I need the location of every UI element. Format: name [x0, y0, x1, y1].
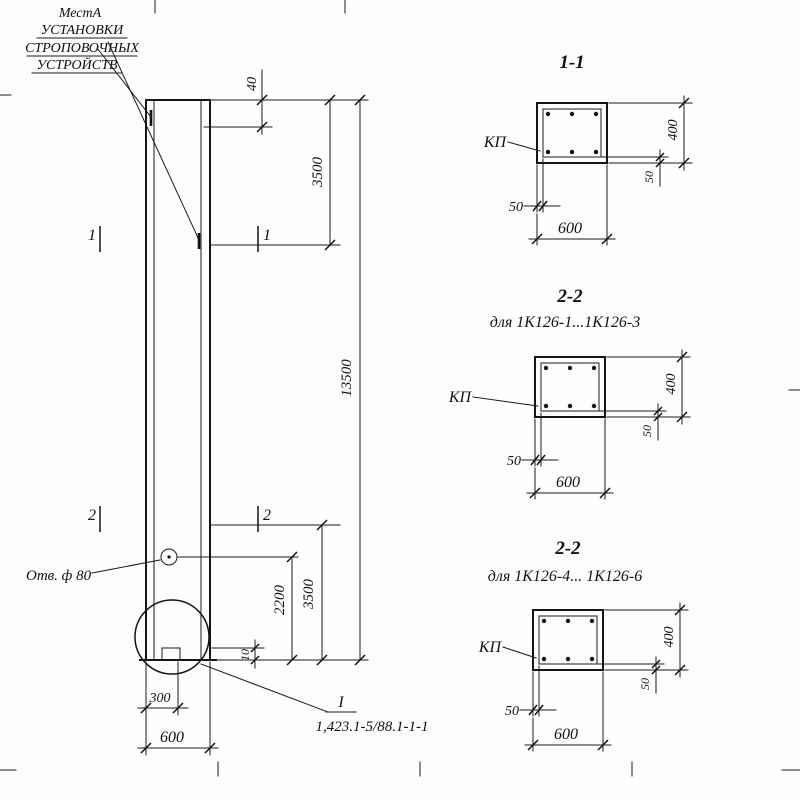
slinging-note: МестА УСТАНОВКИ СТРОПОВОЧНЫХ УСТРОЙСТВ: [25, 6, 200, 241]
dim-50-bottom-label-3: 50: [505, 704, 519, 719]
section-2-2b-title: 2-2: [554, 538, 581, 559]
note-line-1: МестА: [58, 6, 102, 21]
dim-upper-label: 3500: [310, 157, 326, 189]
dim-top-offset-label: 40: [245, 77, 260, 91]
dim-50-side-label-2: 50: [640, 425, 654, 437]
section-mark-2: 2 2: [88, 506, 341, 532]
column-elevation: [139, 99, 217, 661]
dim-upper-3500: 3500: [310, 94, 336, 251]
hole-callout: Отв. ф 80: [26, 548, 178, 584]
section-1-1-title: 1-1: [559, 52, 584, 73]
dim-600-label-3: 600: [554, 726, 578, 743]
section-1-label-right: 1: [263, 227, 271, 244]
dim-hole-2200: 2200: [177, 551, 299, 666]
kp-label-2: КП: [448, 389, 473, 406]
dim-total-label: 13500: [339, 359, 355, 397]
dim-50-bottom-label-1: 50: [509, 200, 523, 215]
kp-label-3: КП: [478, 639, 503, 656]
section-1-label-left: 1: [88, 227, 96, 244]
hole-label: Отв. ф 80: [26, 568, 92, 584]
dim-50-side-label-3: 50: [638, 678, 652, 690]
dim-600-label-2: 600: [556, 474, 580, 491]
section-2-2a-title: 2-2: [556, 286, 583, 307]
dim-base-label: 10: [238, 649, 252, 661]
note-line-2: УСТАНОВКИ: [41, 23, 124, 38]
detail-callout: I 1,423.1-5/88.1-1-1: [134, 599, 429, 735]
dim-50-side-label-1: 50: [642, 171, 656, 183]
section-view-2-2b: 2-2 для 1К126-4... 1К126-6 КП 400 50 50: [478, 538, 689, 752]
dim-50-bottom-label-2: 50: [507, 454, 521, 469]
dim-lower-3500: 3500: [301, 519, 328, 666]
section-view-1-1: 1-1 КП 400 50 50 600: [483, 52, 693, 246]
dim-400-label-1: 400: [666, 120, 681, 141]
dim-hole-label: 2200: [272, 585, 288, 616]
dim-400-label-3: 400: [662, 627, 677, 648]
section-view-2-2a: 2-2 для 1К126-1...1К126-3 КП 400 50 50: [448, 286, 691, 500]
section-2-label-right: 2: [263, 507, 271, 524]
detail-reference: 1,423.1-5/88.1-1-1: [316, 719, 429, 735]
dim-300-label: 300: [149, 691, 171, 706]
dim-base-10: 10: [211, 639, 265, 669]
section-2-2a-subtitle: для 1К126-1...1К126-3: [490, 314, 640, 331]
dim-lower-label: 3500: [301, 579, 317, 611]
frame-ticks: [0, 0, 800, 777]
note-line-4: УСТРОЙСТВ: [37, 56, 118, 73]
dim-top-offset: 40: [203, 69, 369, 135]
dim-bottom-widths: 300 600: [137, 661, 219, 756]
dim-600-label: 600: [160, 729, 184, 746]
hole-circle: [160, 548, 178, 566]
section-2-label-left: 2: [88, 507, 96, 524]
note-line-3: СТРОПОВОЧНЫХ: [25, 41, 139, 56]
section-mark-1: 1 1: [88, 226, 341, 252]
kp-label-1: КП: [483, 134, 508, 151]
dim-600-label-1: 600: [558, 220, 582, 237]
detail-circle: [134, 599, 210, 675]
dim-400-label-2: 400: [664, 374, 679, 395]
section-2-2b-subtitle: для 1К126-4... 1К126-6: [488, 568, 642, 585]
detail-number: I: [337, 694, 344, 711]
